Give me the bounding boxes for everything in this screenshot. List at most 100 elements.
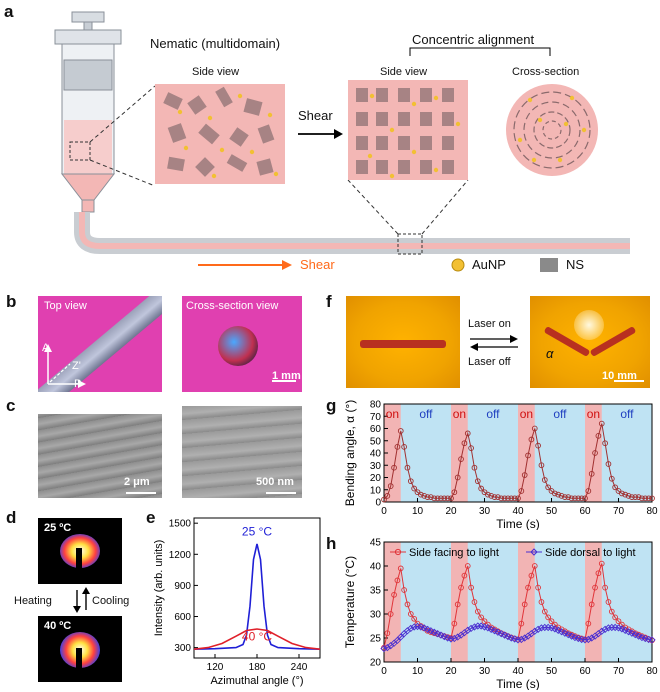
data-point-21 (451, 489, 458, 496)
panel-label-g: g (326, 396, 337, 415)
data-point-38 (508, 495, 515, 502)
y-tick-label-7: 70 (370, 412, 382, 423)
data-point-40 (515, 495, 521, 502)
data-point-72 (622, 491, 629, 498)
series-0-point-48 (541, 608, 548, 615)
series-1-point-76 (634, 632, 643, 640)
data-point-44 (528, 436, 535, 443)
series-1-point-8 (407, 624, 415, 633)
series-0-point-8 (407, 611, 414, 617)
x-tick-label-1: 10 (412, 506, 424, 517)
series-1-point-54 (561, 629, 569, 637)
off-label-3: off (620, 407, 634, 421)
series-1-point-73 (624, 628, 633, 636)
data-point-42 (521, 472, 528, 478)
series-1-point-45 (531, 627, 539, 635)
data-point-79 (645, 495, 652, 502)
data-point-26 (468, 445, 474, 451)
data-point-71 (619, 490, 625, 497)
data-point-37 (505, 495, 511, 502)
data-point-32 (488, 493, 495, 499)
top-view-photo (38, 296, 162, 392)
data-point-56 (568, 495, 575, 502)
series-1-point-62 (588, 634, 596, 642)
x-tick-label-2: 240 (291, 662, 308, 673)
data-point-33 (491, 494, 498, 500)
series-1-point-75 (631, 631, 639, 639)
scale-2um: 2 μm (124, 476, 150, 488)
series-0-point-66 (602, 584, 608, 591)
y-tick-label-5: 50 (370, 436, 382, 447)
series-1-point-14 (427, 627, 435, 635)
series-0-point-5 (397, 565, 404, 572)
series-1-point-22 (454, 633, 462, 641)
data-point-25 (464, 430, 471, 437)
panel-label-a: a (4, 2, 14, 21)
saxs-pattern-25c (38, 518, 122, 584)
cooling-label: Cooling (92, 595, 130, 607)
series-0-point-62 (588, 601, 595, 608)
data-point-7 (404, 464, 411, 471)
on-label-1: on (453, 407, 466, 421)
series-1-point-46 (534, 625, 542, 633)
series-0-point-45 (531, 563, 538, 569)
series-0-point-44 (528, 572, 535, 579)
series-1-point-32 (487, 625, 495, 633)
y-tick-label-2: 900 (174, 581, 191, 592)
data-point-68 (608, 475, 615, 482)
series-0-point-2 (387, 611, 394, 617)
data-point-1 (384, 493, 391, 499)
series-0-point-24 (461, 572, 468, 579)
series-1-point-47 (537, 624, 546, 632)
series-1-point-33 (490, 627, 499, 635)
series-1-point-61 (584, 635, 592, 644)
on-interval-2 (518, 404, 535, 502)
x-tick-label-0: 0 (381, 506, 387, 517)
scale-1mm: 1 mm (272, 370, 301, 382)
data-point-80 (649, 495, 655, 502)
x-tick-label-4: 40 (512, 666, 524, 677)
data-point-47 (538, 462, 545, 469)
off-label-1: off (486, 407, 500, 421)
data-point-58 (575, 495, 582, 502)
x-tick-label-6: 60 (579, 666, 591, 677)
data-point-23 (458, 456, 464, 462)
data-point-13 (424, 494, 431, 500)
temp-40c-label: 40 ºC (44, 620, 72, 632)
series-0-point-71 (619, 621, 625, 628)
series-1-point-40 (514, 636, 522, 644)
legend-label-1: Side dorsal to light (545, 547, 636, 559)
series-0-point-22 (454, 601, 461, 608)
series-0-point-46 (535, 584, 541, 591)
x-tick-label-8: 80 (646, 666, 658, 677)
actuator-photo-on (530, 296, 650, 388)
on-label-0: on (386, 407, 399, 421)
series-0-point-68 (608, 608, 615, 615)
series-1-point-20 (447, 635, 455, 643)
x-tick-label-8: 80 (646, 506, 658, 517)
data-point-3 (391, 464, 397, 471)
data-point-5 (397, 428, 404, 434)
series-0-point-3 (391, 591, 397, 598)
laser-on-label: Laser on (468, 318, 511, 330)
panel-label-b: b (6, 292, 17, 311)
data-point-27 (471, 464, 478, 471)
data-point-15 (431, 495, 438, 502)
cross-section-photo (182, 296, 302, 392)
series-0-point-9 (411, 615, 418, 622)
panel-label-e: e (146, 508, 156, 527)
series-0-point-28 (474, 608, 481, 615)
x-tick-label-1: 10 (412, 666, 424, 677)
series-label-0: 25 °C (242, 525, 272, 539)
data-point-45 (531, 425, 538, 432)
series-1-point-27 (470, 623, 479, 631)
tem-image-left (38, 406, 162, 498)
data-point-74 (629, 494, 635, 500)
on-label-2: on (520, 407, 533, 421)
y-tick-label-0: 0 (375, 498, 381, 509)
data-point-63 (592, 450, 598, 456)
x-tick-label-7: 70 (613, 666, 625, 677)
